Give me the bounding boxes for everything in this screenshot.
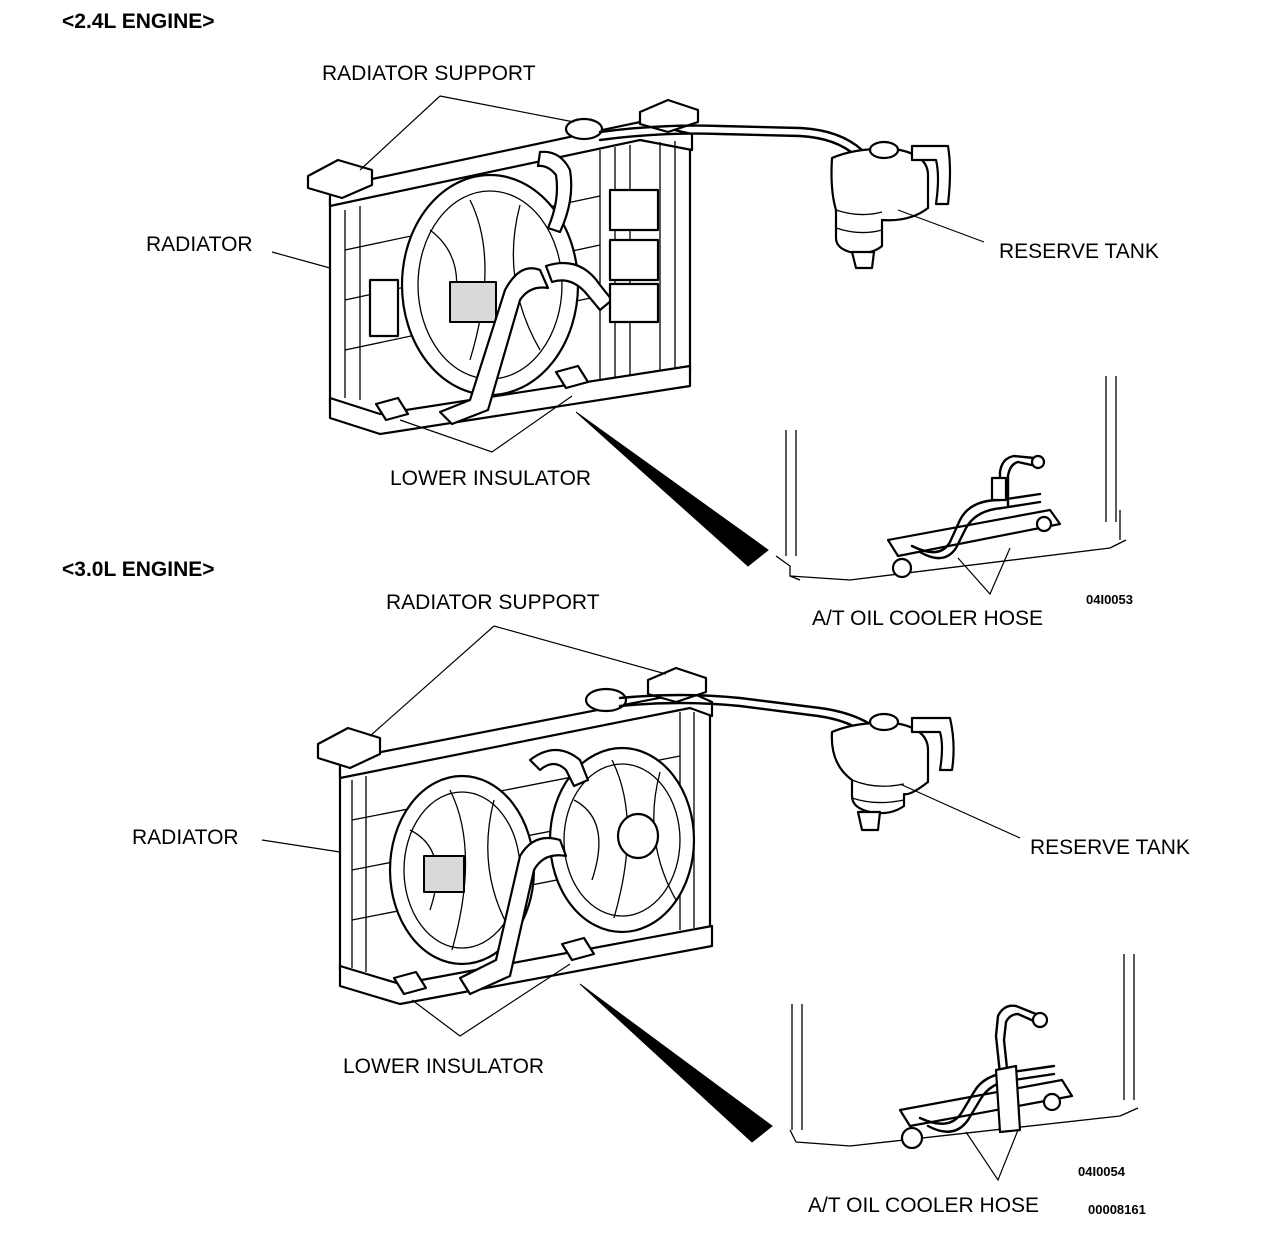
section-2-4l: <2.4L ENGINE> [62, 10, 1159, 630]
leader-reserve-tank-2-4l [897, 209, 985, 243]
leader-radiator-support-3-0l [369, 625, 667, 737]
label-radiator-3-0l: RADIATOR [132, 826, 239, 849]
label-oil-cooler-hose-2-4l: A/T OIL COOLER HOSE [812, 607, 1043, 630]
document-code: 00008161 [1088, 1202, 1146, 1217]
section-3-0l: <3.0L ENGINE> [62, 558, 1190, 1217]
leader-radiator-support-2-4l [359, 95, 575, 171]
overflow-hose-2-4l [598, 124, 864, 152]
label-reserve-tank-2-4l: RESERVE TANK [999, 240, 1159, 263]
oil-cooler-detail-3-0l [789, 954, 1139, 1150]
reserve-tank-illustration-3-0l [830, 712, 955, 832]
heading-2-4l-engine: <2.4L ENGINE> [62, 10, 215, 33]
leader-lower-insulator-3-0l [411, 963, 571, 1037]
figure-code-3-0l: 04I0054 [1078, 1164, 1126, 1179]
label-radiator-2-4l: RADIATOR [146, 233, 253, 256]
overflow-hose-3-0l [618, 693, 872, 726]
radiator-illustration-3-0l [316, 666, 714, 1006]
reserve-tank-illustration-2-4l [830, 140, 952, 270]
oil-cooler-detail-2-4l [775, 376, 1127, 581]
label-oil-cooler-hose-3-0l: A/T OIL COOLER HOSE [808, 1194, 1039, 1217]
leader-oil-cooler-hose-2-4l [957, 547, 1011, 596]
label-reserve-tank-3-0l: RESERVE TANK [1030, 836, 1190, 859]
label-lower-insulator-3-0l: LOWER INSULATOR [343, 1055, 544, 1078]
label-radiator-support-3-0l: RADIATOR SUPPORT [386, 591, 600, 614]
detail-pointer-2-4l [575, 411, 769, 567]
leader-radiator-3-0l [261, 839, 341, 853]
label-lower-insulator-2-4l: LOWER INSULATOR [390, 467, 591, 490]
detail-pointer-3-0l [579, 983, 773, 1143]
radiator-illustration-2-4l [306, 98, 700, 436]
leader-oil-cooler-hose-3-0l [965, 1129, 1019, 1182]
heading-3-0l-engine: <3.0L ENGINE> [62, 558, 215, 581]
leader-lower-insulator-2-4l [399, 395, 573, 453]
label-radiator-support-2-4l: RADIATOR SUPPORT [322, 62, 536, 85]
leader-radiator-2-4l [271, 251, 331, 269]
leader-reserve-tank-3-0l [899, 783, 1021, 839]
figure-code-2-4l: 04I0053 [1086, 592, 1133, 607]
